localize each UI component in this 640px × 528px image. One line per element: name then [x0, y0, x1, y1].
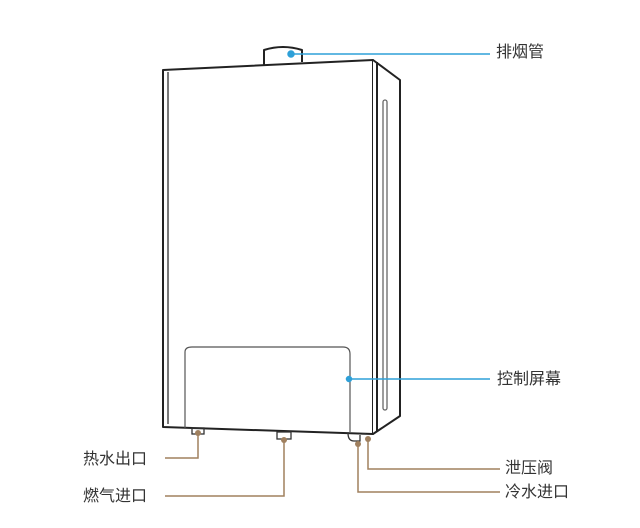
- label-hot-water-outlet: 热水出口: [83, 449, 148, 468]
- top-callouts: [287, 50, 490, 383]
- side-vent-slot: [382, 99, 388, 411]
- label-pressure-relief-valve: 泄压阀: [505, 458, 554, 477]
- front-face: [162, 59, 374, 435]
- label-control-screen: 控制屏幕: [497, 369, 562, 388]
- control-screen-panel: [184, 346, 351, 432]
- flue-pipe: [263, 46, 303, 65]
- label-gas-inlet: 燃气进口: [83, 486, 148, 505]
- bottom-callouts: [165, 433, 500, 497]
- label-flue-pipe: 排烟管: [496, 42, 545, 61]
- label-cold-water-inlet: 冷水进口: [505, 482, 570, 501]
